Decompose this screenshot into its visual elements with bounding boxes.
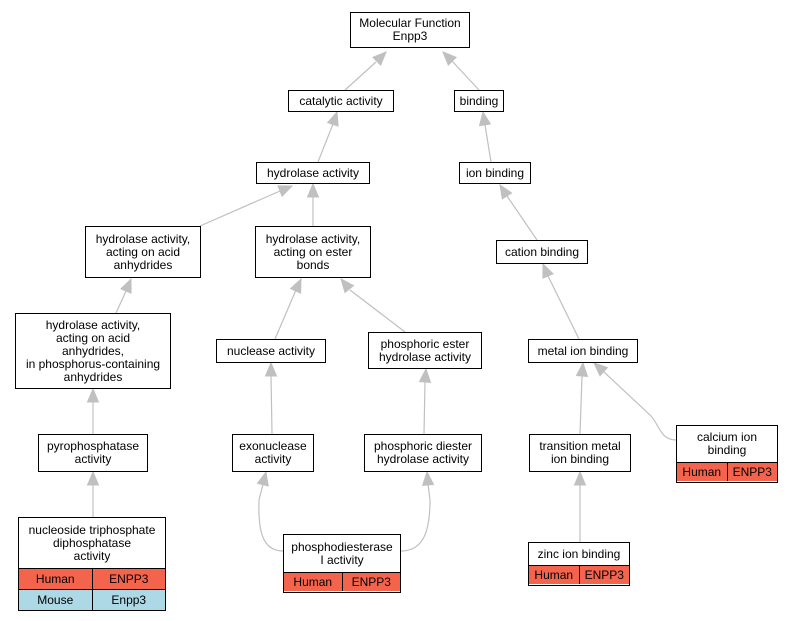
node-binding[interactable]: binding: [454, 90, 504, 112]
arrowhead-catalytic-mf: [372, 51, 387, 66]
node-transition-metal-ion-binding-label: transition metal ion binding: [539, 439, 621, 466]
edge-hyd_acid-hydrolase: [199, 190, 281, 227]
node-molecular-function-label: Molecular Function Enpp3: [359, 16, 461, 43]
node-exonuclease-activity[interactable]: exonuclease activity: [232, 434, 314, 472]
gene-cell: ENPP3: [726, 463, 778, 481]
node-phosphoric-diester-hydrolase-label: phosphoric diester hydrolase activity: [373, 439, 473, 466]
node-hydrolase-phosphorus-anhydrides[interactable]: hydrolase activity, acting on acid anhyd…: [15, 313, 171, 389]
arrowhead-hydrolase-catalytic: [326, 110, 339, 127]
arrowhead-cation-ion_binding: [499, 183, 513, 200]
species-cell: Human: [534, 567, 574, 582]
node-catalytic-activity-label: catalytic activity: [299, 93, 383, 108]
node-pyrophosphatase-activity-label: pyrophosphatase activity: [46, 439, 140, 466]
node-exonuclease-activity-label: exonuclease activity: [239, 439, 307, 466]
annotation-row-human: Human ENPP3: [284, 572, 400, 591]
annotation-row-human: Human ENPP3: [529, 565, 629, 584]
edge-pho_diester-pho_ester: [423, 381, 426, 435]
edge-calcium-metal: [603, 371, 677, 441]
edge-pde-pho_diester: [400, 483, 431, 552]
node-nuclease-activity-label: nuclease activity: [226, 343, 316, 358]
arrowhead-exo-nuclease: [264, 361, 278, 377]
node-hydrolase-activity-label: hydrolase activity: [266, 165, 360, 180]
node-cation-binding-label: cation binding: [504, 244, 580, 259]
node-nucleoside-triphosphate-diphosphatase[interactable]: nucleoside triphosphate diphosphatase ac…: [18, 517, 166, 611]
species-cell: Human: [35, 571, 75, 586]
node-hydrolase-acid-anhydrides[interactable]: hydrolase activity, acting on acid anhyd…: [85, 226, 201, 278]
arrowhead-transition-metal: [575, 361, 589, 377]
node-nuclease-activity[interactable]: nuclease activity: [216, 339, 326, 363]
node-hydrolase-ester-bonds-label: hydrolase activity, acting on ester bond…: [265, 231, 361, 272]
node-catalytic-activity[interactable]: catalytic activity: [288, 90, 394, 112]
edge-pho_ester-hyd_ester: [349, 289, 406, 333]
node-pyrophosphatase-activity[interactable]: pyrophosphatase activity: [38, 434, 148, 472]
edge-transition-metal: [579, 375, 583, 435]
arrowhead-pho_ester-hyd_ester: [340, 278, 355, 294]
node-hydrolase-ester-bonds[interactable]: hydrolase activity, acting on ester bond…: [255, 226, 371, 278]
edge-nuclease-hyd_ester: [274, 289, 297, 340]
edge-metal-cation: [547, 275, 580, 340]
edge-hyd_phos-hyd_acid: [115, 290, 127, 314]
arrowhead-hyd_acid-hydrolase: [277, 185, 294, 197]
gene-cell: ENPP3: [341, 573, 401, 591]
species-cell: Human: [293, 574, 333, 589]
edge-cation-ion_binding: [506, 195, 538, 241]
node-nucleoside-triphosphate-diphosphatase-label: nucleoside triphosphate diphosphatase ac…: [28, 522, 156, 563]
node-cation-binding[interactable]: cation binding: [496, 240, 588, 264]
arrowhead-zinc-transition: [573, 470, 587, 486]
species-cell: Human: [682, 464, 722, 479]
annotation-row-human: Human ENPP3: [677, 462, 777, 481]
arrowhead-pyro-hyd_phos: [86, 387, 100, 403]
annotation-row-human: Human ENPP3: [19, 568, 165, 589]
annotation-row-mouse: Mouse Enpp3: [19, 589, 165, 610]
edge-hydrolase-catalytic: [317, 123, 334, 163]
node-binding-label: binding: [459, 93, 499, 108]
node-zinc-ion-binding[interactable]: zinc ion binding Human ENPP3: [528, 542, 630, 586]
node-molecular-function[interactable]: Molecular Function Enpp3: [350, 12, 470, 48]
node-calcium-ion-binding-label: calcium ion binding: [696, 430, 758, 457]
arrowhead-metal-cation: [542, 262, 554, 279]
gene-cell: ENPP3: [91, 569, 166, 589]
gene-cell: ENPP3: [578, 566, 630, 584]
edge-exo-nuclease: [270, 375, 273, 435]
edge-catalytic-mf: [344, 61, 377, 91]
node-ion-binding-label: ion binding: [465, 165, 525, 180]
node-phosphodiesterase-i-activity[interactable]: phosphodiesterase I activity Human ENPP3: [283, 534, 401, 593]
arrowhead-binding-mf: [442, 51, 457, 66]
node-metal-ion-binding-label: metal ion binding: [537, 343, 629, 358]
arrowhead-hyd_phos-hyd_acid: [120, 277, 132, 294]
arrowhead-hyd_ester-hydrolase: [306, 182, 320, 198]
arrowhead-pde-pho_diester: [421, 470, 435, 486]
edge-binding-mf: [451, 60, 480, 91]
node-ion-binding[interactable]: ion binding: [459, 162, 531, 184]
node-hydrolase-acid-anhydrides-label: hydrolase activity, acting on acid anhyd…: [95, 231, 191, 272]
arrowhead-pde-exo: [256, 470, 269, 487]
node-phosphodiesterase-i-activity-label: phosphodiesterase I activity: [291, 539, 393, 567]
node-hydrolase-activity[interactable]: hydrolase activity: [256, 162, 370, 184]
node-calcium-ion-binding[interactable]: calcium ion binding Human ENPP3: [676, 425, 778, 483]
node-phosphoric-ester-hydrolase[interactable]: phosphoric ester hydrolase activity: [368, 332, 482, 369]
arrowhead-ion_binding-binding: [478, 110, 492, 127]
node-zinc-ion-binding-label: zinc ion binding: [537, 546, 621, 561]
node-phosphoric-diester-hydrolase[interactable]: phosphoric diester hydrolase activity: [364, 434, 482, 472]
arrowhead-nuclease-hyd_ester: [289, 277, 302, 294]
arrowhead-calcium-metal: [593, 362, 609, 377]
edge-ion_binding-binding: [484, 124, 492, 163]
node-transition-metal-ion-binding[interactable]: transition metal ion binding: [529, 434, 631, 472]
edge-pde-exo: [258, 483, 284, 552]
node-metal-ion-binding[interactable]: metal ion binding: [528, 339, 638, 363]
species-cell: Mouse: [37, 592, 74, 607]
node-hydrolase-phosphorus-anhydrides-label: hydrolase activity, acting on acid anhyd…: [25, 317, 161, 384]
arrowhead-pho_diester-pho_ester: [418, 367, 432, 383]
gene-cell: Enpp3: [91, 590, 166, 610]
node-phosphoric-ester-hydrolase-label: phosphoric ester hydrolase activity: [378, 336, 472, 364]
arrowhead-ntp-pyro: [86, 470, 100, 486]
